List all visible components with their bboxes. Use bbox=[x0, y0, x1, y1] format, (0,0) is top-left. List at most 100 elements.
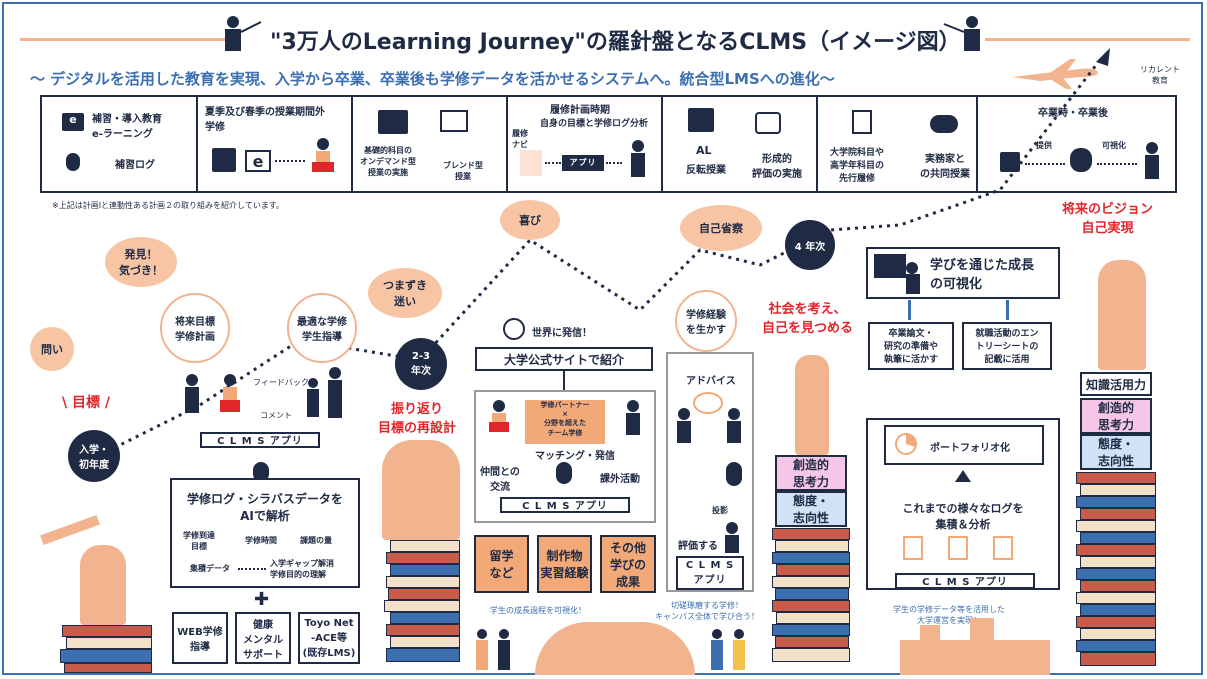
trait-creative-mid: 創造的 思考力 bbox=[775, 455, 847, 491]
metric-goal: 学修到達 目標 bbox=[183, 531, 215, 551]
band-cell-al bbox=[663, 95, 818, 193]
global-label: 世界に発信！ bbox=[532, 328, 592, 339]
document-icon bbox=[520, 150, 542, 176]
database-icon bbox=[1070, 148, 1092, 172]
milestone-entry: 入学・ 初年度 bbox=[68, 430, 120, 482]
book bbox=[772, 600, 850, 612]
service-toyonet-label: Toyo Net -ACE等 (既存LMS) bbox=[302, 617, 356, 659]
growth-title: 学びを通じた成長 の可視化 bbox=[930, 258, 1035, 292]
book bbox=[1080, 652, 1156, 666]
box-other[interactable]: その他 学びの 成果 bbox=[600, 535, 656, 593]
clms-app-bar-4[interactable]: C L M S アプリ bbox=[895, 573, 1035, 589]
remedial-log-label: 補習ログ bbox=[115, 160, 155, 171]
calendar-icon bbox=[212, 148, 236, 172]
walking-person-silhouette bbox=[795, 355, 829, 455]
blended-label: ブレンド型 授業 bbox=[443, 161, 483, 181]
box-study-abroad[interactable]: 留学 など bbox=[474, 535, 529, 593]
crowd-silhouette bbox=[382, 440, 460, 540]
book bbox=[1080, 628, 1156, 640]
plus-icon: ✚ bbox=[254, 589, 270, 610]
milestone-year4: 4 年次 bbox=[785, 220, 835, 270]
job-box: 就職活動のエン トリーシートの 記載に活用 bbox=[962, 322, 1052, 370]
city-building bbox=[920, 625, 940, 640]
book bbox=[1080, 532, 1156, 544]
book bbox=[1076, 544, 1156, 556]
clms-app-bar-3[interactable]: C L M S アプリ bbox=[676, 556, 744, 590]
city-building bbox=[970, 618, 994, 640]
ai-title: 学修ログ・シラバスデータを AIで解析 bbox=[187, 492, 343, 523]
arrow-up-icon bbox=[955, 470, 971, 482]
book bbox=[1076, 640, 1156, 652]
service-health-label: 健康 メンタル サポート bbox=[243, 619, 283, 661]
ondemand-label: 基礎的科目の オンデマンド型 授業の実施 bbox=[360, 146, 416, 177]
accumulated-label: 集積データ bbox=[190, 564, 230, 573]
speech-bubble-icon bbox=[693, 392, 723, 414]
shadow-label: 投影 bbox=[712, 506, 728, 515]
service-web-label: WEB学修 指導 bbox=[177, 627, 223, 653]
feedback-label: フィードバック bbox=[253, 378, 309, 387]
goal-text: 目標 bbox=[72, 395, 100, 411]
book bbox=[60, 649, 152, 663]
book bbox=[1080, 484, 1156, 496]
book bbox=[390, 564, 460, 576]
band-cell-offterm bbox=[198, 95, 353, 193]
visualize-label: 可視化 bbox=[1102, 141, 1126, 150]
airplane-icon bbox=[1012, 59, 1098, 89]
logs-label: これまでの様々なログを 集積＆分析 bbox=[902, 502, 1024, 531]
graduate-silhouette bbox=[1098, 260, 1146, 370]
official-site-box[interactable]: 大学公式サイトで紹介 bbox=[475, 347, 653, 371]
goal-label: \ 目標 / bbox=[62, 395, 110, 411]
arrow-dotted bbox=[1097, 163, 1137, 165]
cloud-discovery: 発見！ 気づき！ bbox=[105, 237, 177, 287]
trait-creative-right: 創造的 思考力 bbox=[1080, 398, 1152, 434]
planning-subtitle: 自身の目標と学修ログ分析 bbox=[540, 119, 649, 129]
al-label: AL bbox=[696, 144, 712, 157]
book bbox=[775, 540, 849, 552]
clms-app-bar-2[interactable]: C L M S アプリ bbox=[500, 497, 630, 513]
book bbox=[1076, 592, 1156, 604]
note-operations: 学生の学修データ等を活用した 大学運営を実現！ bbox=[893, 605, 1005, 625]
note-visualize: 学生の成長過程を可視化！ bbox=[490, 606, 586, 615]
telescope-person-silhouette bbox=[80, 545, 126, 625]
connector-line bbox=[563, 371, 565, 391]
arrow-dotted bbox=[545, 162, 561, 164]
book bbox=[1076, 496, 1156, 508]
database-icon bbox=[726, 462, 742, 486]
arrow-up bbox=[908, 300, 911, 320]
document-icon bbox=[993, 536, 1013, 560]
clms-app-bar-1[interactable]: C L M S アプリ bbox=[200, 432, 320, 448]
extracurricular-label: 課外活動 bbox=[600, 474, 640, 485]
service-web[interactable]: WEB学修 指導 bbox=[172, 612, 228, 664]
matching-label: マッチング・発信 bbox=[535, 451, 615, 462]
whiteboard-icon bbox=[440, 110, 468, 132]
book bbox=[772, 552, 850, 564]
book bbox=[775, 588, 849, 600]
service-toyonet[interactable]: Toyo Net -ACE等 (既存LMS) bbox=[298, 612, 360, 664]
advisors-icon bbox=[307, 367, 342, 418]
handshake-icon bbox=[930, 115, 958, 133]
evaluate-label: 評価する bbox=[678, 541, 718, 552]
page-title: "3万人のLearning Journey"の羅針盤となるCLMS（イメージ図） bbox=[270, 30, 961, 55]
service-health[interactable]: 健康 メンタル サポート bbox=[235, 612, 291, 664]
arrow-dotted bbox=[1025, 163, 1065, 165]
student-male-icon bbox=[626, 400, 640, 435]
campus-building-silhouette bbox=[535, 622, 695, 675]
book bbox=[772, 648, 850, 662]
thumbs-up-icon bbox=[755, 112, 781, 134]
box-production[interactable]: 制作物 実習経験 bbox=[537, 535, 592, 593]
database-icon bbox=[253, 462, 269, 482]
graduation-title: 卒業時・卒業後 bbox=[1038, 108, 1108, 119]
presenter-right-icon bbox=[943, 16, 980, 51]
vision-label: 将来のビジョン 自己実現 bbox=[1062, 202, 1154, 236]
milestone-year23: 2-3 年次 bbox=[395, 338, 447, 390]
book bbox=[64, 663, 152, 673]
book bbox=[772, 528, 850, 540]
cloud-joy: 喜び bbox=[500, 200, 560, 240]
book bbox=[1076, 472, 1156, 484]
pie-chart-icon bbox=[895, 433, 917, 455]
book bbox=[390, 636, 460, 648]
peers-label: 仲間との 交流 bbox=[480, 467, 520, 493]
band-cell-advanced bbox=[818, 95, 978, 193]
official-site-label: 大学公式サイトで紹介 bbox=[503, 352, 624, 367]
